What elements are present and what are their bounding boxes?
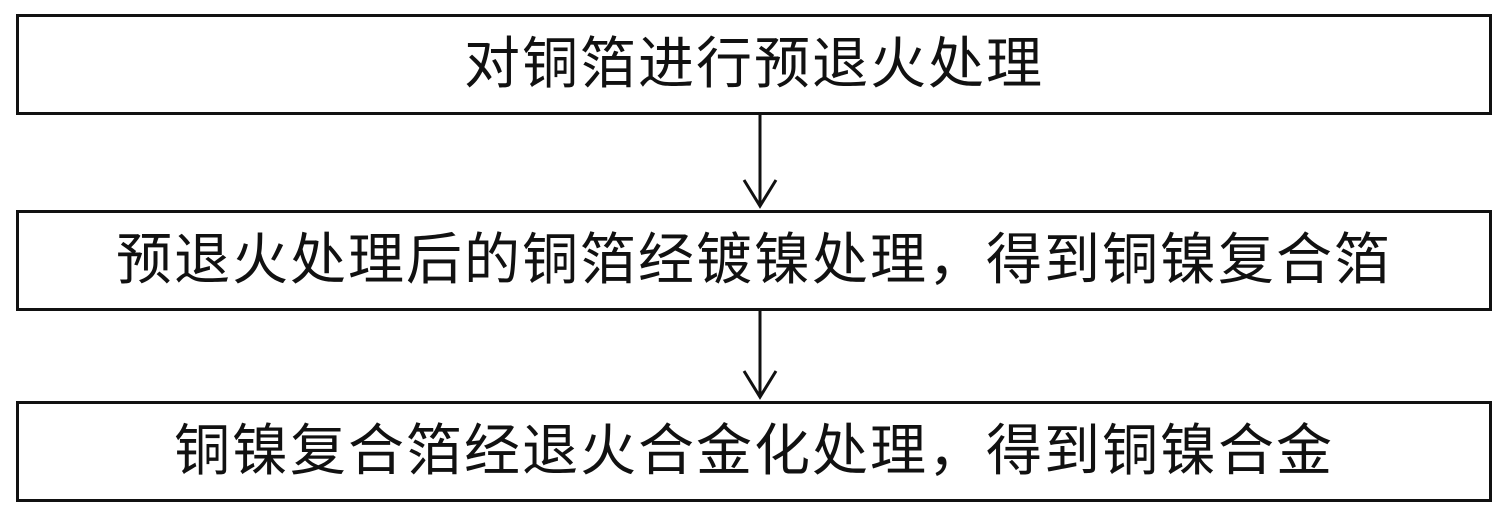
- arrow-1-to-2: [742, 115, 778, 209]
- step-box-2: 预退火处理后的铜箔经镀镍处理，得到铜镍复合箔: [16, 210, 1492, 311]
- step-box-1: 对铜箔进行预退火处理: [16, 14, 1492, 115]
- arrow-1-head: [742, 179, 778, 209]
- arrow-2-head: [742, 370, 778, 400]
- step-3-text: 铜镍复合箔经退火合金化处理，得到铜镍合金: [174, 418, 1334, 484]
- step-1-text: 对铜箔进行预退火处理: [464, 31, 1044, 97]
- step-box-3: 铜镍复合箔经退火合金化处理，得到铜镍合金: [16, 401, 1492, 502]
- arrow-2-to-3: [742, 311, 778, 400]
- step-2-text: 预退火处理后的铜箔经镀镍处理，得到铜镍复合箔: [116, 227, 1392, 293]
